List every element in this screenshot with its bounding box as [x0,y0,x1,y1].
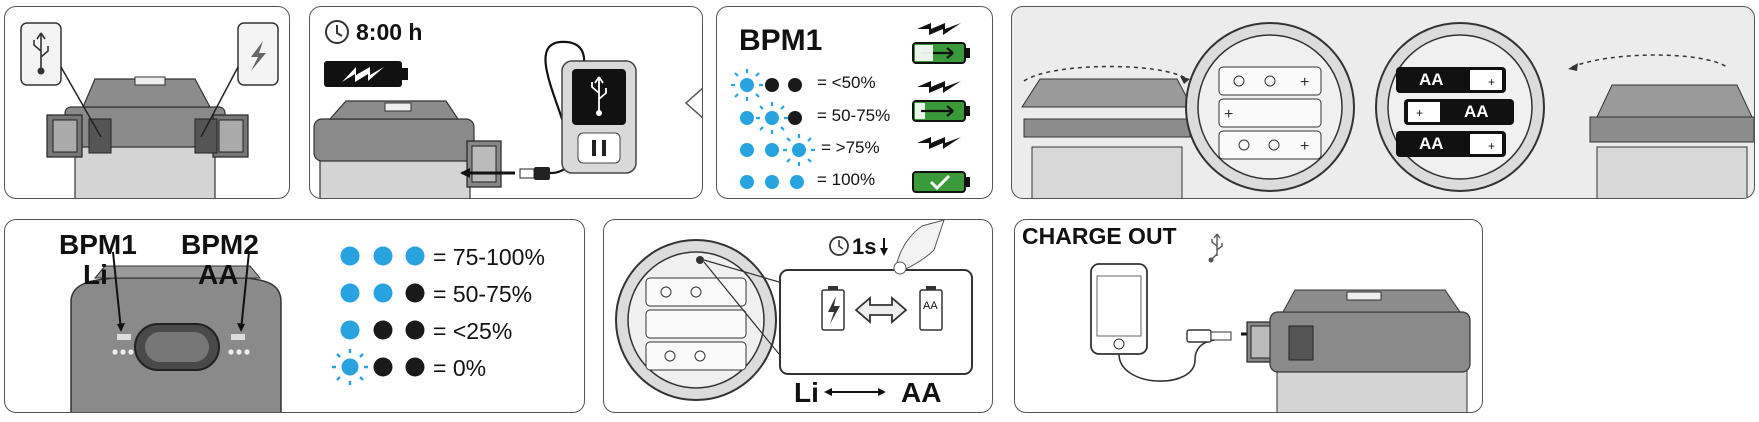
clock-icon [829,236,849,256]
bpm1-row-1-text: = <50% [817,73,876,92]
charging-illustration [313,20,702,198]
svg-text:+: + [1416,106,1423,120]
led-row-4 [740,175,804,189]
bpm1-row-2-text: = 50-75% [817,106,891,125]
panel-charge-time: 8:00 h [309,6,703,199]
bpm1-led-illustration [731,23,970,193]
charge-out-illustration [1090,233,1471,412]
aa-battery-icon [919,286,943,331]
press-time-label: 1s [852,234,877,259]
swap-arrow-icon [854,296,908,324]
charge-time-label: 8:00 h [356,19,423,45]
label-li: Li [83,259,108,290]
panel-dual-indicators: BPM1 Li BPM2 AA = 75-100% = 50-75% = <25… [4,219,585,413]
clock-icon [325,20,349,44]
phone-icon [1090,263,1148,355]
led-row-3 [740,134,815,166]
svg-text:+: + [1300,74,1309,91]
lithium-battery-icon [821,286,845,331]
charge-out-title: CHARGE OUT [1022,223,1177,249]
svg-text:+: + [1224,106,1233,123]
dual-led-row-1 [340,246,425,266]
bpm1-title: BPM1 [739,24,823,57]
battery-cell-label-3: AA [1419,134,1444,153]
panel-ports [4,6,290,199]
dual-led-row-3 [340,320,425,340]
dual-indicator-illustration [70,246,425,412]
dual-row-2-text: = 50-75% [433,281,533,307]
panel-bpm1-leds: BPM1 = <50% = 50-75% = >75% = 100% [716,6,993,199]
label-bpm1: BPM1 [59,229,137,260]
dual-row-3-text: = <25% [433,318,513,344]
battery-cell-label-1: AA [1419,70,1444,89]
panel-charge-out: CHARGE OUT [1014,219,1483,413]
label-bpm2: BPM2 [181,229,259,260]
aa-battery-icon-label: AA [923,300,938,312]
battery-cell-label-2: AA [1464,102,1489,121]
ports-illustration [20,22,279,198]
svg-text:+: + [1300,138,1309,155]
led-row-2 [740,102,802,134]
panel-battery-compartment: + + + + + + AA AA AA [1011,6,1755,199]
dual-led-row-2 [340,283,425,303]
usb-icon [1208,233,1223,263]
bpm1-row-3-text: = >75% [821,138,880,157]
panel-chemistry-switch: 1s AA Li AA [603,219,993,413]
dual-row-4-text: = 0% [433,355,487,381]
label-aa: AA [198,259,239,290]
battery-full-icon [324,61,408,87]
svg-text:+: + [1488,139,1495,153]
chemistry-switch-illustration [615,220,973,401]
switch-li-label: Li [794,377,819,408]
bpm1-row-4-text: = 100% [817,170,876,189]
switch-aa-label: AA [901,377,942,408]
led-row-1 [731,69,802,101]
charging-battery-icons [912,23,970,193]
dual-led-row-4 [332,349,425,385]
dual-row-1-text: = 75-100% [433,244,545,270]
svg-text:+: + [1488,75,1495,89]
battery-compartment-illustration: + + + + + + [1021,22,1754,198]
